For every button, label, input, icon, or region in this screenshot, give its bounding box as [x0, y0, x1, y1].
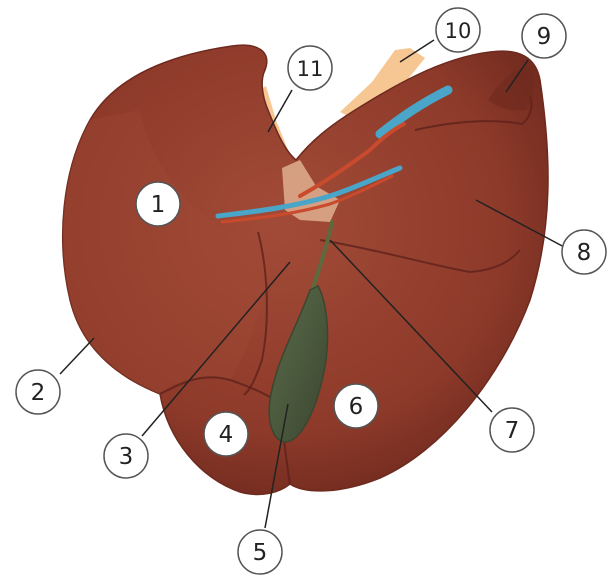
label-10: 10	[436, 8, 480, 52]
label-text-1: 1	[151, 192, 166, 218]
label-text-5: 5	[253, 540, 268, 566]
label-text-7: 7	[505, 418, 520, 444]
label-9: 9	[522, 14, 566, 58]
label-11: 11	[288, 46, 332, 90]
label-3: 3	[104, 434, 148, 478]
label-text-8: 8	[577, 240, 592, 266]
label-8: 8	[562, 230, 606, 274]
label-text-9: 9	[537, 24, 552, 50]
label-2: 2	[16, 370, 60, 414]
label-text-3: 3	[119, 444, 134, 470]
label-6: 6	[334, 384, 378, 428]
label-text-11: 11	[297, 57, 324, 81]
label-text-4: 4	[219, 422, 234, 448]
leader-2	[60, 338, 94, 374]
label-text-2: 2	[31, 380, 46, 406]
label-4: 4	[204, 412, 248, 456]
label-1: 1	[136, 182, 180, 226]
label-5: 5	[238, 530, 282, 574]
label-text-10: 10	[445, 19, 472, 43]
label-7: 7	[490, 408, 534, 452]
label-text-6: 6	[349, 394, 364, 420]
